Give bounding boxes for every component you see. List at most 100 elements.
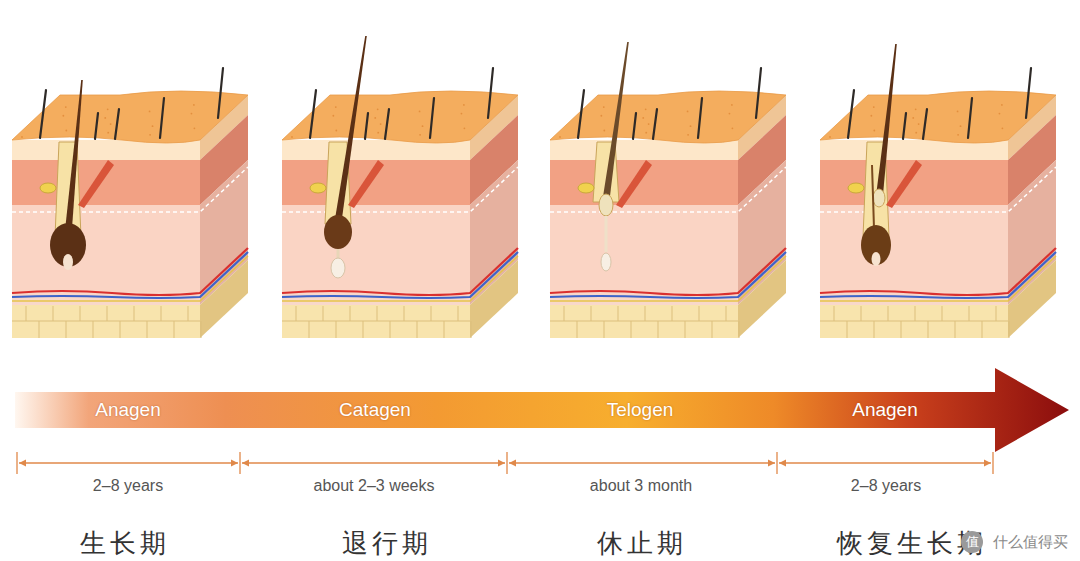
fat-cell-line	[645, 306, 658, 338]
hair-bulb	[324, 215, 352, 249]
blood-vessel	[820, 256, 1056, 301]
fat-cell-line	[12, 321, 200, 322]
fat-cell-line	[431, 306, 444, 338]
dermal-papilla	[601, 253, 611, 271]
surface-dot	[152, 125, 154, 127]
surface-dot	[110, 123, 112, 125]
bracket-tick	[776, 452, 777, 474]
surface-dot	[687, 111, 689, 113]
hair	[578, 90, 584, 138]
bracket-arrowhead	[509, 460, 775, 467]
surface-dot	[194, 127, 196, 129]
fat-cell-line	[161, 306, 174, 338]
bracket-line	[509, 462, 775, 463]
club-hair	[599, 194, 613, 216]
surface-dot	[422, 125, 424, 127]
surface-dot	[191, 113, 193, 115]
surface-dot	[62, 115, 64, 117]
surface-dot	[374, 117, 376, 119]
sebaceous-gland	[578, 183, 594, 193]
surface-dot	[999, 113, 1001, 115]
duration-label: about 3 month	[590, 477, 692, 495]
skin-surface	[282, 91, 518, 143]
hair	[653, 109, 657, 139]
skin-layer	[12, 305, 200, 338]
sebaceous-gland	[40, 183, 56, 193]
surface-dot	[729, 113, 731, 115]
surface-dot	[603, 130, 605, 132]
bracket-tick	[239, 452, 240, 474]
dermal-papilla	[331, 258, 345, 278]
fat-cell-line	[618, 306, 631, 338]
fat-cell-line	[282, 321, 470, 322]
skin-layer	[550, 205, 738, 292]
dermal-papilla	[63, 254, 73, 270]
bracket-line	[779, 462, 991, 463]
surface-dot	[829, 136, 831, 138]
surface-dot	[642, 117, 644, 119]
surface-dot	[107, 132, 109, 134]
surface-dot	[335, 130, 337, 132]
layer-boundary	[550, 167, 786, 212]
skin-block	[12, 68, 248, 338]
surface-dot	[645, 132, 647, 134]
skin-surface	[12, 91, 248, 143]
surface-dot	[918, 123, 920, 125]
skin-surface	[550, 91, 786, 143]
surface-dot	[335, 106, 337, 108]
fat-cell-line	[188, 306, 201, 338]
epithelial-strand	[337, 249, 340, 258]
surface-dot	[1001, 104, 1003, 106]
surface-dot	[461, 113, 463, 115]
arrector-muscle	[78, 160, 114, 208]
fat-cell-line	[404, 306, 417, 338]
hair-shaft	[65, 80, 83, 235]
surface-dot	[419, 111, 421, 113]
surface-dot	[149, 134, 151, 136]
hair-shaft	[603, 42, 629, 200]
duration-label: 2–8 years	[851, 477, 921, 495]
surface-dot	[332, 115, 334, 117]
bracket-arrowhead	[19, 460, 238, 467]
fat-cell-line	[726, 306, 739, 338]
phase-name: Catagen	[339, 399, 411, 421]
fat-cell-line	[458, 306, 471, 338]
fat-cell-line	[107, 306, 120, 338]
surface-dot	[107, 108, 109, 110]
surface-dot	[291, 136, 293, 138]
hair	[633, 113, 636, 139]
blood-vessel	[550, 252, 786, 298]
blood-vessel	[282, 248, 518, 295]
surface-dot	[873, 106, 875, 108]
club-hair	[873, 189, 885, 207]
skin-block	[550, 42, 786, 338]
fat-cell-line	[969, 306, 982, 338]
hair-shaft	[876, 44, 897, 200]
blood-vessel	[550, 256, 786, 301]
surface-dot	[870, 115, 872, 117]
hair	[756, 68, 761, 118]
surface-dot	[377, 108, 379, 110]
fat-cell-line	[80, 306, 93, 338]
skin-layer	[282, 305, 470, 338]
fat-cell-line	[820, 321, 1008, 322]
fat-cell-line	[550, 321, 738, 322]
phase-name-chinese: 休止期	[597, 526, 687, 561]
hair	[968, 98, 972, 138]
surface-dot	[915, 108, 917, 110]
surface-dot	[149, 111, 151, 113]
surface-dot	[21, 136, 23, 138]
hair	[218, 68, 223, 118]
hair	[310, 90, 316, 138]
hair	[430, 98, 434, 138]
blood-vessel	[282, 256, 518, 301]
hair	[385, 109, 389, 139]
sebaceous-gland	[848, 183, 864, 193]
surface-dot	[732, 127, 734, 129]
duration-label: 2–8 years	[93, 477, 163, 495]
dermal-papilla	[872, 252, 881, 266]
layer-boundary	[820, 167, 1056, 212]
surface-dot	[690, 125, 692, 127]
sebaceous-gland	[310, 183, 326, 193]
